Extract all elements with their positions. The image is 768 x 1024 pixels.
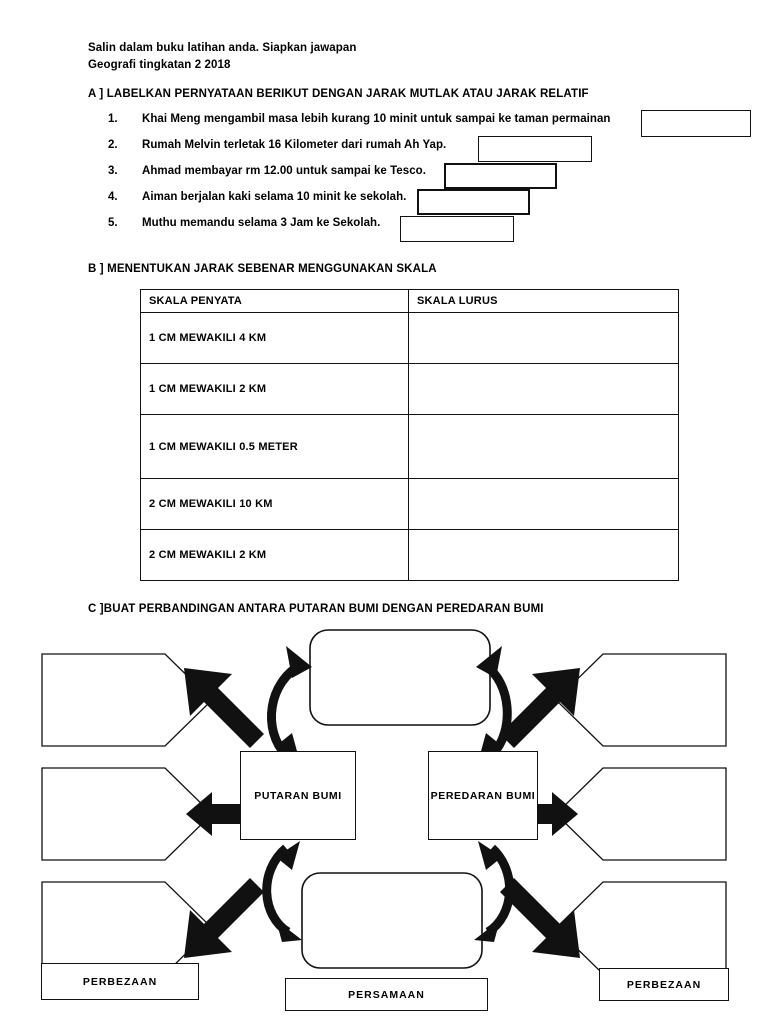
- scale-table: SKALA PENYATA SKALA LURUS 1 CM MEWAKILI …: [140, 289, 679, 581]
- list-item-text: Muthu memandu selama 3 Jam ke Sekolah.: [142, 217, 381, 229]
- cell-skala-lurus[interactable]: [408, 312, 679, 364]
- header-line-1: Salin dalam buku latihan anda. Siapkan j…: [88, 42, 357, 54]
- left-branch-shape-3[interactable]: [41, 881, 213, 975]
- legend-box-persamaan[interactable]: PERSAMAAN: [285, 978, 488, 1011]
- top-similarity-shape[interactable]: [309, 629, 491, 726]
- list-item-text: Ahmad membayar rm 12.00 untuk sampai ke …: [142, 165, 426, 177]
- center-box-putaran-bumi[interactable]: PUTARAN BUMI: [240, 751, 356, 840]
- right-branch-shape-1[interactable]: [555, 653, 727, 747]
- legend-box-perbezaan-right[interactable]: PERBEZAAN: [599, 968, 729, 1001]
- list-item-text: Khai Meng mengambil masa lebih kurang 10…: [142, 113, 611, 125]
- worksheet-header: Salin dalam buku latihan anda. Siapkan j…: [88, 40, 357, 74]
- bottom-similarity-shape[interactable]: [301, 872, 483, 969]
- center-box-peredaran-label: PEREDARAN BUMI: [430, 789, 536, 802]
- list-item-number: 4.: [108, 191, 118, 203]
- legend-label-persamaan: PERSAMAAN: [348, 988, 425, 1001]
- section-b-heading: B ] MENENTUKAN JARAK SEBENAR MENGGUNAKAN…: [88, 263, 437, 275]
- header-line-2: Geografi tingkatan 2 2018: [88, 59, 231, 71]
- arrowhead-peredaran-to-bottom: [474, 920, 500, 942]
- legend-box-perbezaan-left[interactable]: PERBEZAAN: [41, 963, 199, 1000]
- cell-skala-lurus[interactable]: [408, 363, 679, 415]
- right-branch-shape-3[interactable]: [555, 881, 727, 975]
- list-item: 3. Ahmad membayar rm 12.00 untuk sampai …: [108, 165, 768, 191]
- table-row: 1 CM MEWAKILI 0.5 METER: [140, 414, 679, 479]
- center-box-putaran-label: PUTARAN BUMI: [254, 789, 342, 802]
- arrowtail-putaran-to-bottom: [276, 841, 300, 870]
- section-a-heading: A ] LABELKAN PERNYATAAN BERIKUT DENGAN J…: [88, 88, 589, 100]
- arrowtail-peredaran-to-bottom: [478, 841, 502, 870]
- list-item-text: Rumah Melvin terletak 16 Kilometer dari …: [142, 139, 447, 151]
- comparison-diagram: PUTARAN BUMI PEREDARAN BUMI PERBEZAAN PE…: [0, 620, 768, 1020]
- answer-box-4[interactable]: [417, 189, 530, 215]
- answer-box-3[interactable]: [444, 163, 557, 189]
- arrow-peredaran-to-right-3: [500, 878, 580, 958]
- list-item-number: 2.: [108, 139, 118, 151]
- center-box-peredaran-bumi[interactable]: PEREDARAN BUMI: [428, 751, 538, 840]
- answer-box-2[interactable]: [478, 136, 592, 162]
- list-item: 2. Rumah Melvin terletak 16 Kilometer da…: [108, 139, 768, 165]
- list-item: 1. Khai Meng mengambil masa lebih kurang…: [108, 113, 768, 139]
- cell-skala-penyata: 1 CM MEWAKILI 4 KM: [140, 312, 409, 364]
- arrow-putaran-to-left-3: [184, 878, 264, 958]
- cell-skala-penyata: 1 CM MEWAKILI 0.5 METER: [140, 414, 409, 479]
- cell-skala-lurus[interactable]: [408, 529, 679, 581]
- column-header-skala-penyata: SKALA PENYATA: [140, 289, 409, 313]
- arrow-peredaran-to-right-1: [500, 668, 580, 752]
- table-row: 2 CM MEWAKILI 2 KM: [140, 529, 679, 581]
- cell-skala-lurus[interactable]: [408, 414, 679, 479]
- arrowhead-putaran-to-bottom: [276, 920, 302, 942]
- cell-skala-penyata: 1 CM MEWAKILI 2 KM: [140, 363, 409, 415]
- right-branch-shape-2[interactable]: [555, 767, 727, 861]
- list-item-number: 1.: [108, 113, 118, 125]
- table-row: 1 CM MEWAKILI 2 KM: [140, 363, 679, 415]
- table-header-row: SKALA PENYATA SKALA LURUS: [140, 289, 679, 313]
- list-item-number: 3.: [108, 165, 118, 177]
- cell-skala-penyata: 2 CM MEWAKILI 10 KM: [140, 478, 409, 530]
- arrow-putaran-to-left-1: [184, 668, 264, 752]
- legend-label-perbezaan-right: PERBEZAAN: [626, 978, 702, 991]
- table-row: 2 CM MEWAKILI 10 KM: [140, 478, 679, 530]
- list-item: 5. Muthu memandu selama 3 Jam ke Sekolah…: [108, 217, 768, 243]
- arrowhead-putaran-to-top: [286, 646, 312, 678]
- cell-skala-lurus[interactable]: [408, 478, 679, 530]
- column-header-skala-lurus: SKALA LURUS: [408, 289, 679, 313]
- arrow-peredaran-to-right-2: [524, 792, 578, 836]
- list-item-number: 5.: [108, 217, 118, 229]
- arrowhead-peredaran-to-top: [476, 646, 502, 678]
- answer-box-5[interactable]: [400, 216, 514, 242]
- table-row: 1 CM MEWAKILI 4 KM: [140, 312, 679, 364]
- left-branch-shape-1[interactable]: [41, 653, 213, 747]
- left-branch-shape-2[interactable]: [41, 767, 213, 861]
- list-item: 4. Aiman berjalan kaki selama 10 minit k…: [108, 191, 768, 217]
- section-a-question-list: 1. Khai Meng mengambil masa lebih kurang…: [108, 113, 768, 243]
- cell-skala-penyata: 2 CM MEWAKILI 2 KM: [140, 529, 409, 581]
- section-c-heading: C ]BUAT PERBANDINGAN ANTARA PUTARAN BUMI…: [88, 603, 544, 615]
- diagram-canvas: [41, 629, 727, 975]
- list-item-text: Aiman berjalan kaki selama 10 minit ke s…: [142, 191, 407, 203]
- answer-box-1[interactable]: [641, 110, 751, 137]
- arrow-putaran-to-left-2: [186, 792, 240, 836]
- legend-label-perbezaan-left: PERBEZAAN: [82, 975, 158, 988]
